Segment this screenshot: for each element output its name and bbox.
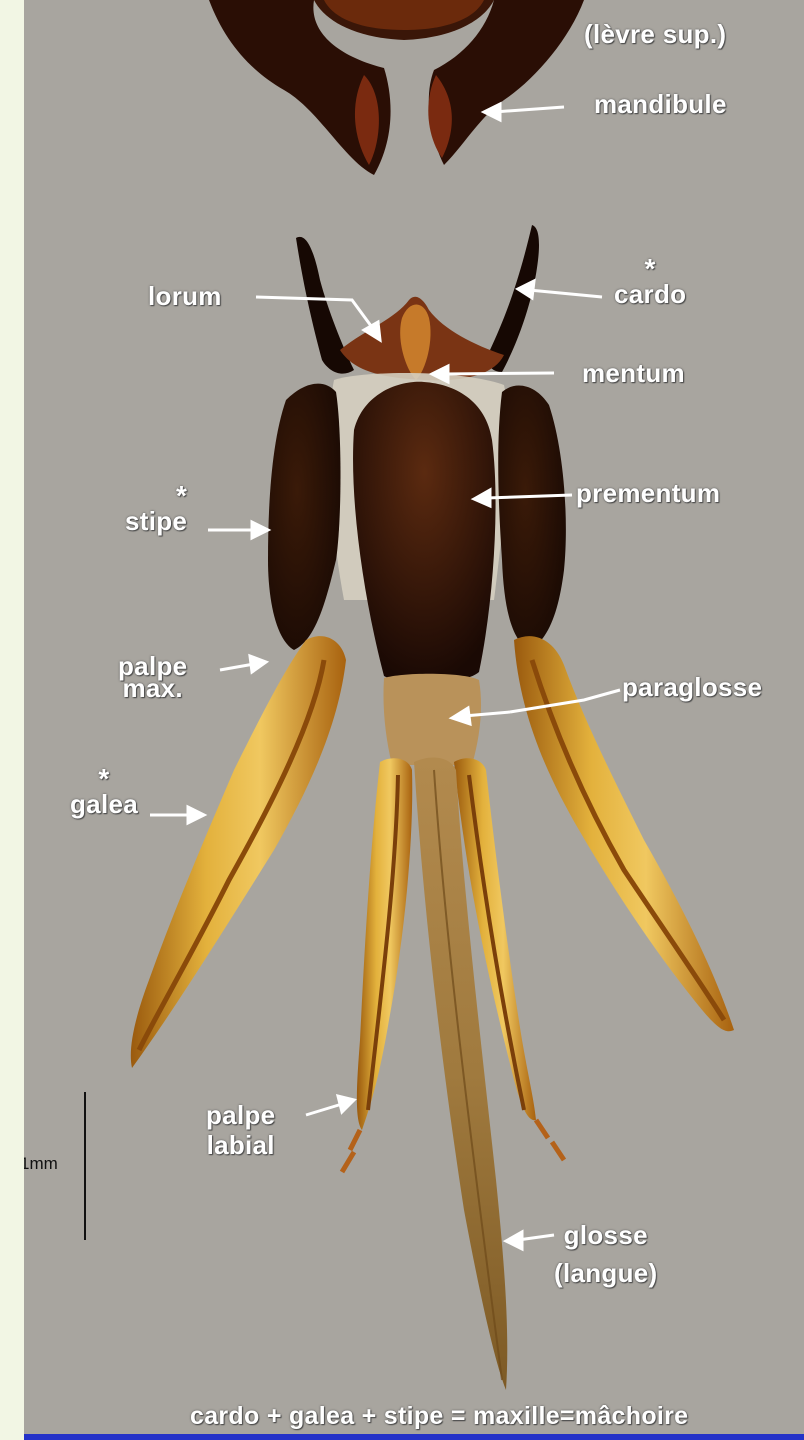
label-palpe-labial: palpe labial (206, 1100, 275, 1160)
label-labrum-line2: (lèvre sup.) (584, 19, 726, 49)
label-glosse-line2: (langue) (554, 1254, 658, 1292)
label-labrum: (lèvre sup.) (584, 20, 726, 48)
labrum-shape (314, 0, 494, 40)
stipe-left-shape (268, 384, 341, 650)
stipe-right-shape (498, 386, 566, 650)
label-prementum: prementum (576, 479, 720, 507)
label-stipe-text: stipe (125, 506, 187, 536)
label-mentum: mentum (582, 359, 685, 387)
label-stipe: * stipe (125, 485, 187, 535)
label-mandibule: mandibule (594, 90, 727, 118)
label-galea-text: galea (70, 789, 138, 819)
label-paraglosse: paraglosse (622, 673, 762, 701)
label-cardo-asterisk: * (614, 258, 686, 280)
label-cardo: * cardo (614, 258, 686, 308)
prementum-shape (353, 382, 496, 684)
bottom-accent-bar (24, 1434, 804, 1440)
left-margin-strip (0, 0, 24, 1440)
label-glosse-line1: glosse (554, 1216, 658, 1254)
label-galea-asterisk: * (70, 768, 138, 790)
label-palpe-max-line2: max. (118, 677, 187, 699)
label-palpe-labial-line2: labial (206, 1130, 275, 1160)
label-glosse: glosse (langue) (554, 1216, 658, 1292)
label-palpe-max: palpe max. (118, 655, 187, 699)
label-lorum: lorum (148, 282, 222, 310)
label-stipe-asterisk: * (125, 485, 187, 507)
label-galea: * galea (70, 768, 138, 818)
labial-palp-left-shape (342, 758, 412, 1172)
scale-bar-label: 1mm (24, 1154, 58, 1174)
mouthparts-illustration (24, 0, 804, 1440)
label-cardo-text: cardo (614, 279, 686, 309)
label-palpe-labial-line1: palpe (206, 1100, 275, 1130)
formula-caption: cardo + galea + stipe = maxille=mâchoire (190, 1402, 688, 1430)
mentum-shape (340, 297, 504, 381)
specimen-photo: (lèvre sup.) mandibule lorum * cardo men… (24, 0, 804, 1440)
